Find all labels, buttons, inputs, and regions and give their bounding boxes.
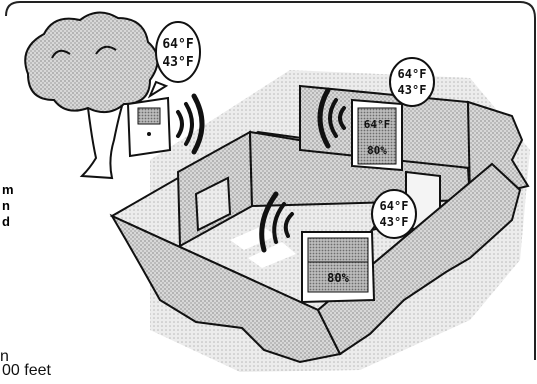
front-room-temp-top: 64°F [380, 199, 409, 213]
outdoor-reading-bubble: 64°F 43°F [150, 22, 200, 96]
side-caption-line-1: m [2, 182, 14, 198]
back-room-temp-bottom: 43°F [398, 83, 427, 97]
front-room-reading-bubble: 64°F 43°F [372, 190, 416, 238]
bottom-caption-line-2: 00 feet [2, 362, 51, 380]
back-display-top: 64°F [364, 118, 391, 131]
outdoor-sensor [128, 98, 170, 156]
back-room-reading-bubble: 64°F 43°F [390, 58, 434, 106]
outdoor-temp-top: 64°F [162, 37, 193, 52]
side-caption: m n d [2, 182, 14, 230]
outdoor-temp-bottom: 43°F [162, 55, 193, 70]
tree-canopy [25, 12, 157, 112]
side-caption-line-3: d [2, 214, 14, 230]
side-caption-line-2: n [2, 198, 14, 214]
tree-trunk [82, 106, 122, 178]
back-display-bottom: 80% [367, 144, 387, 157]
front-room-temp-bottom: 43°F [380, 215, 409, 229]
back-room-display: 64°F 80% [352, 100, 402, 170]
front-room-display: 80% [302, 232, 374, 302]
front-display-bottom: 80% [327, 271, 349, 285]
back-room-temp-top: 64°F [398, 67, 427, 81]
